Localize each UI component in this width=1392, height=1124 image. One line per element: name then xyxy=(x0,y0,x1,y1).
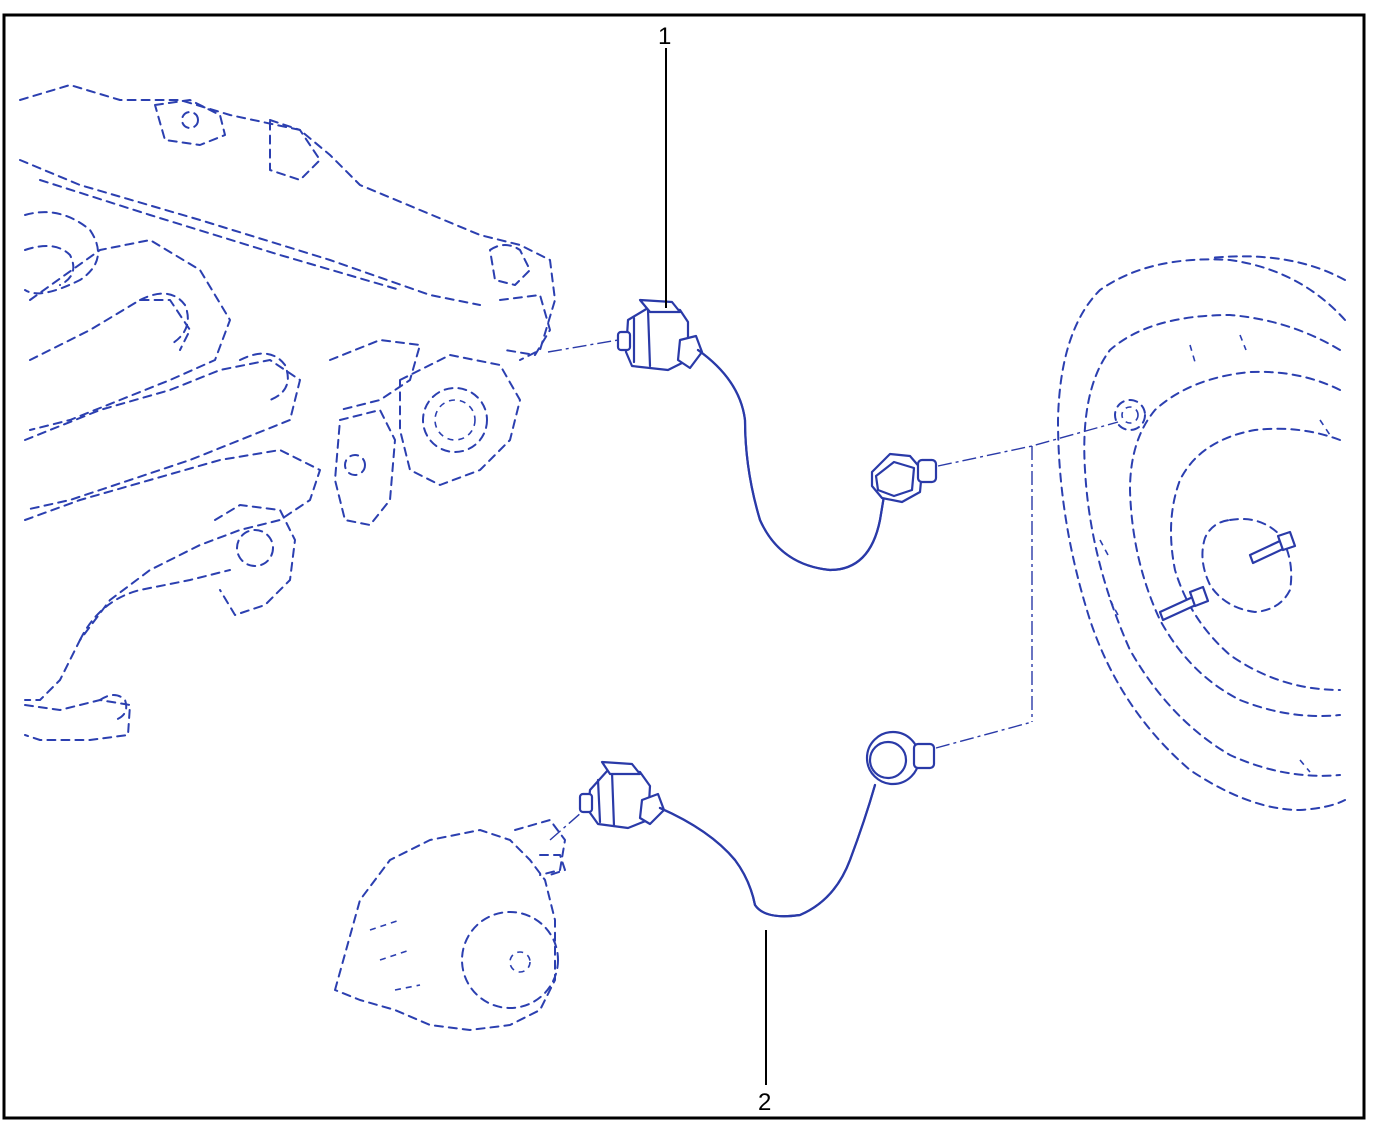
sensor-cable-1 xyxy=(616,298,938,572)
flywheel-outline xyxy=(1057,255,1346,811)
diagram-frame xyxy=(2,13,1366,1120)
assembly-center-lines xyxy=(547,339,1119,841)
flywheel-bolt-upper xyxy=(1248,530,1297,565)
callout-1: 1 xyxy=(658,23,671,308)
callout-2: 2 xyxy=(758,930,771,1116)
sensor-cable-2 xyxy=(578,730,936,918)
flywheel-bolt-lower xyxy=(1158,585,1210,622)
sensor-housing-outline xyxy=(334,819,566,1031)
callout-1-label: 1 xyxy=(658,23,671,50)
engine-manifold-outline xyxy=(19,84,556,741)
callout-2-label: 2 xyxy=(758,1089,771,1116)
